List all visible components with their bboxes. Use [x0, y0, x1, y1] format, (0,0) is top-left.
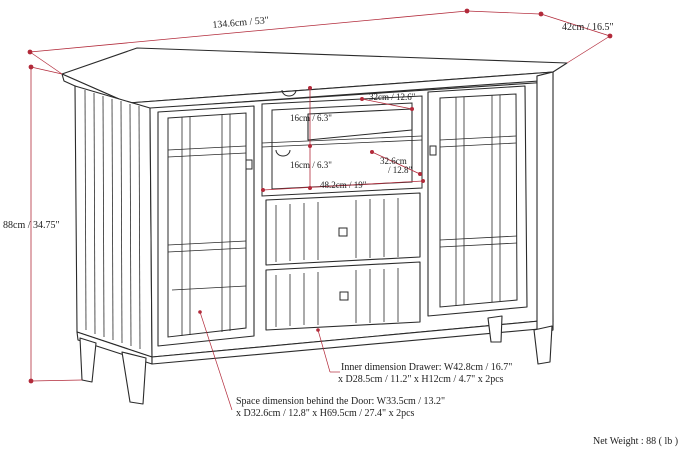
- shelf-depth-label: 32cm / 12.6": [369, 92, 416, 102]
- door-note-line2: x D32.6cm / 12.8" x H69.5cm / 27.4" x 2p…: [236, 408, 415, 419]
- door-note-line1: Space dimension behind the Door: W33.5cm…: [236, 396, 446, 407]
- left-glass-door: [157, 105, 255, 347]
- height-dimension-line: [28, 64, 83, 384]
- upper-drawer: [265, 192, 421, 266]
- height-label: 88cm / 34.75": [3, 220, 60, 231]
- depth-dimension-line: [538, 11, 613, 64]
- lower-drawer: [265, 261, 421, 331]
- note-leaders: [198, 310, 340, 411]
- center-openings: [261, 89, 423, 197]
- net-weight-label: Net Weight : 88 ( lb ): [593, 436, 679, 447]
- legs: [79, 315, 553, 405]
- inner-dimension-markers: [261, 86, 425, 192]
- drawer-note-line2: x D28.5cm / 11.2" x H12cm / 4.7" x 2pcs: [338, 374, 504, 385]
- opening-width-label: 48.2cm / 19": [320, 180, 367, 190]
- opening-depth-label-line2: / 12.8": [388, 165, 413, 175]
- depth-label: 42cm / 16.5": [562, 22, 614, 33]
- left-side-panel: [74, 85, 153, 365]
- right-glass-door: [427, 85, 528, 317]
- lower-opening-height-label: 16cm / 6.3": [290, 160, 332, 170]
- right-side: [536, 71, 554, 337]
- upper-opening-height-label: 16cm / 6.3": [290, 113, 332, 123]
- opening-depth-label-line1: 32.6cm: [380, 156, 407, 166]
- drawer-note-line1: Inner dimension Drawer: W42.8cm / 16.7": [341, 362, 513, 373]
- width-dimension-line: [27, 8, 541, 75]
